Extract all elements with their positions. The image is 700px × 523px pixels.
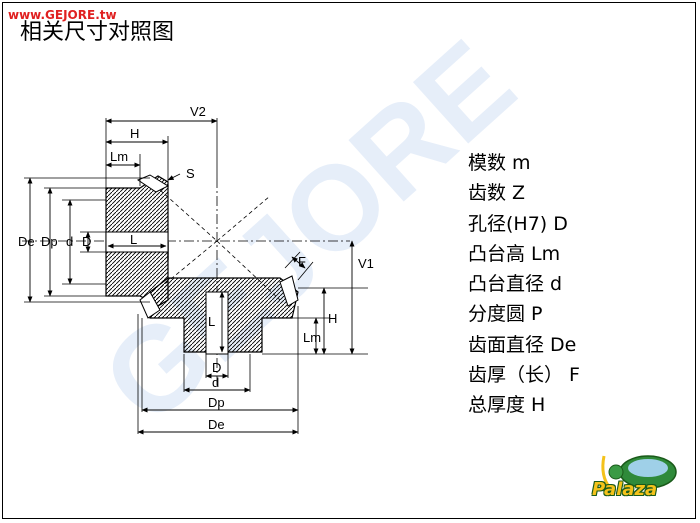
label-v2: V2 bbox=[190, 104, 206, 119]
legend-item: 分度圆 P bbox=[468, 303, 543, 326]
legend-item: 齿厚（长） F bbox=[468, 364, 580, 387]
label-lm-right: Lm bbox=[303, 330, 321, 345]
label-lm-top: Lm bbox=[110, 149, 128, 164]
legend-item: 总厚度 H bbox=[468, 394, 546, 417]
page-title: 相关尺寸对照图 bbox=[20, 20, 175, 45]
legend-item: 凸台高 Lm bbox=[468, 242, 561, 265]
label-de-bottom: De bbox=[208, 417, 225, 432]
legend-item: 模数 m bbox=[468, 152, 531, 174]
turtle-logo-icon bbox=[601, 455, 677, 489]
label-dp-left: Dp bbox=[41, 234, 58, 249]
label-v1: V1 bbox=[358, 256, 374, 271]
dimension-labels: V2 H Lm S De Dp d D L F V1 H L Lm D d Dp… bbox=[18, 104, 374, 432]
dimension-legend: 模数 m 齿数 Z 孔径(H7) D 凸台高 Lm 凸台直径 d 分度圆 P 齿… bbox=[468, 148, 580, 421]
label-d-small-bottom: d bbox=[212, 375, 219, 390]
legend-item: 孔径(H7) D bbox=[468, 212, 568, 235]
label-dp-bottom: Dp bbox=[208, 395, 225, 410]
lower-gear bbox=[139, 275, 299, 355]
legend-item: 凸台直径 d bbox=[468, 273, 563, 296]
label-h-top: H bbox=[130, 126, 139, 141]
extension-lines bbox=[24, 118, 368, 434]
logo-text: Palaza bbox=[592, 479, 658, 500]
label-d-bore-bottom: D bbox=[212, 360, 221, 375]
dimension-arrows bbox=[27, 118, 355, 435]
label-h-right: H bbox=[328, 311, 337, 326]
label-s: S bbox=[186, 166, 195, 181]
label-d-bore-left: D bbox=[82, 234, 91, 249]
label-d-small-left: d bbox=[66, 234, 73, 249]
label-de-left: De bbox=[18, 234, 35, 249]
label-l-lower: L bbox=[208, 314, 215, 329]
label-f: F bbox=[298, 254, 306, 269]
site-url[interactable]: www.GEJORE.tw bbox=[8, 8, 117, 22]
legend-item: 齿面直径 De bbox=[468, 333, 577, 356]
legend-item: 齿数 Z bbox=[468, 182, 526, 205]
label-l-upper: L bbox=[130, 232, 137, 247]
